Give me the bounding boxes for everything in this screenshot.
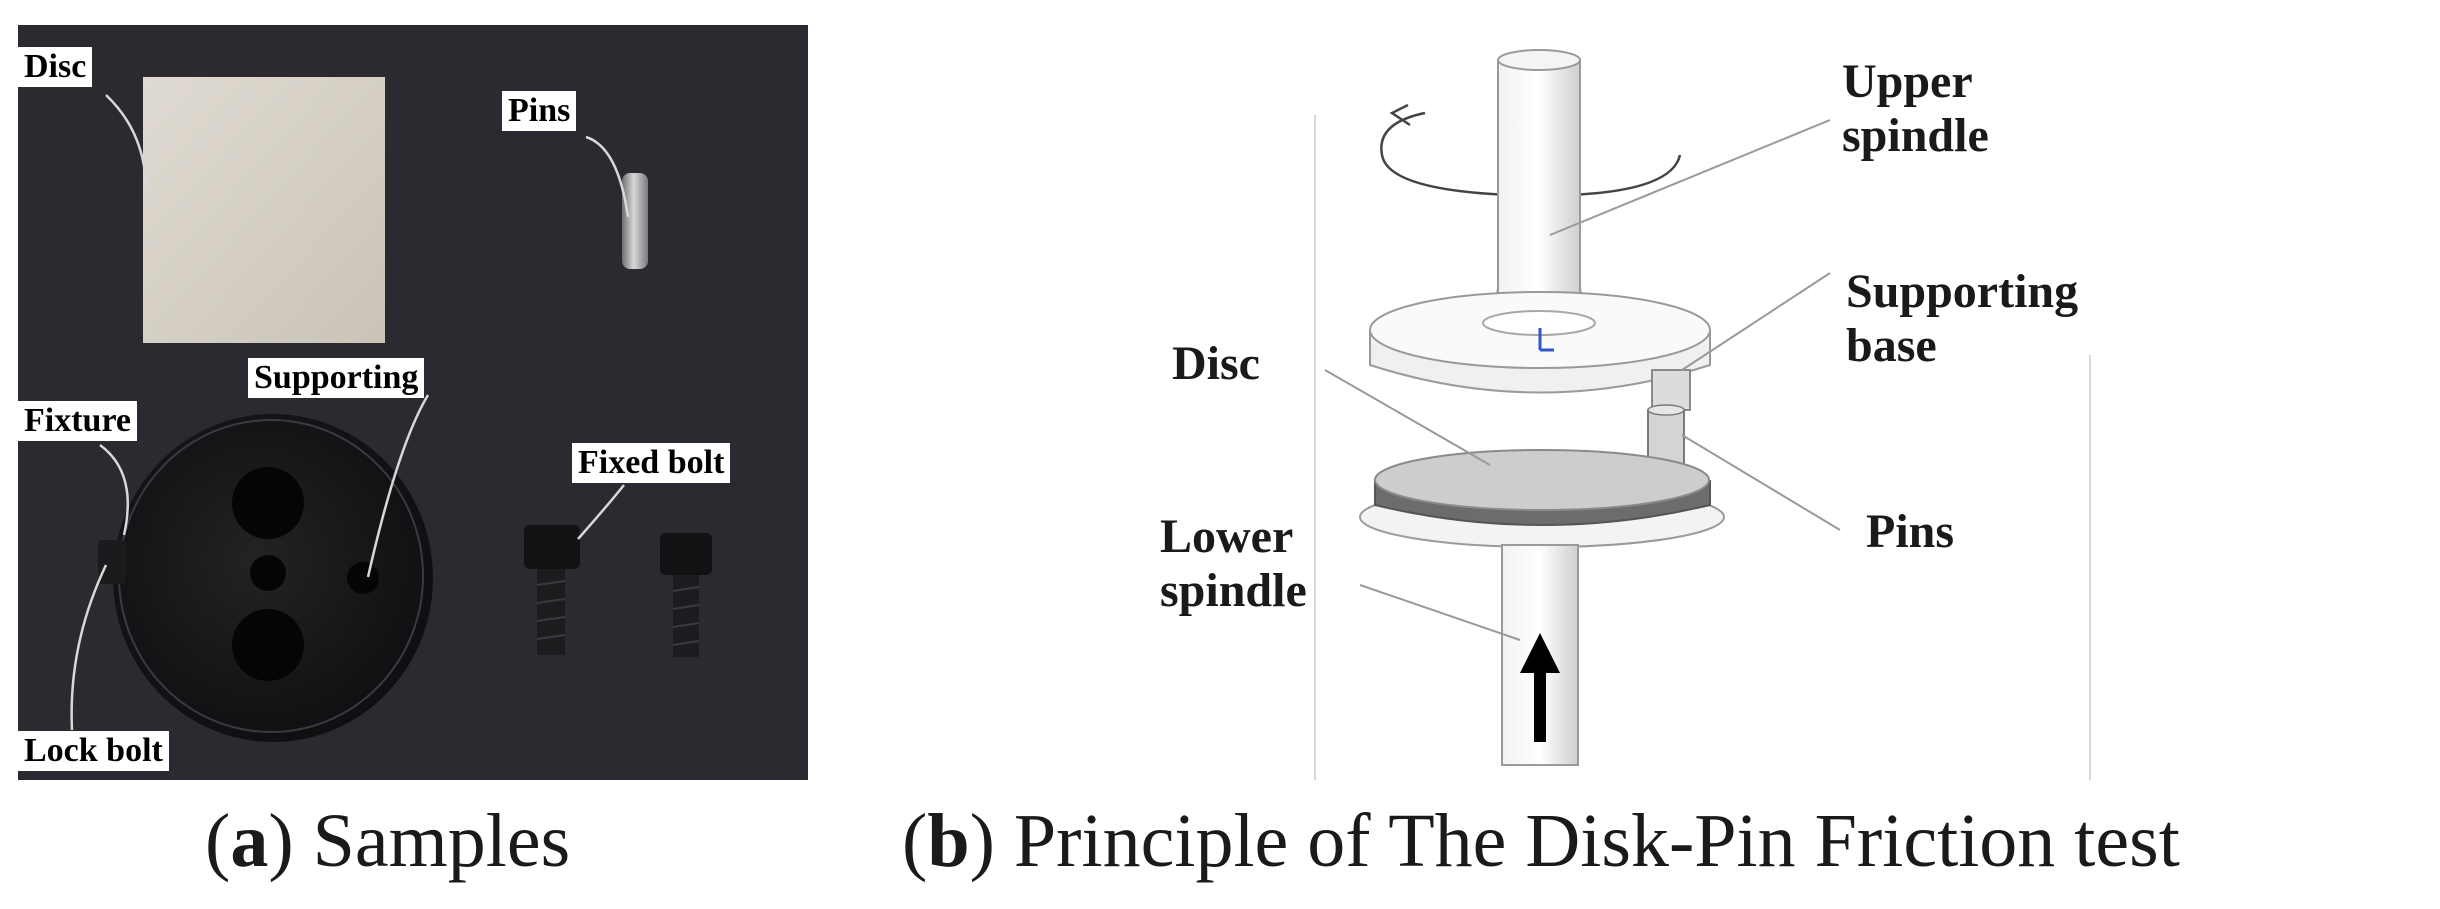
label-supporting: Supporting <box>248 358 425 398</box>
label-supporting-base-line1: Supporting <box>1846 265 2079 318</box>
diagram-leader-lines <box>1324 119 1841 641</box>
fixed-bolt-2 <box>660 533 712 657</box>
label-lock-bolt: Lock bolt <box>18 731 169 771</box>
lower-spindle-drawing <box>1501 544 1579 766</box>
label-pins-diagram: Pins <box>1866 505 1955 558</box>
caption-b-text: Principle of The Disk-Pin Friction test <box>1013 799 2180 883</box>
label-disc-diagram: Disc <box>1172 337 1260 390</box>
samples-photo: Disc Pins Supporting Fixture Fixed bolt … <box>18 25 808 780</box>
label-lower-spindle-line1: Lower <box>1160 510 1294 563</box>
pin-sample <box>622 173 648 269</box>
principle-diagram-drawing <box>1314 49 2091 780</box>
caption-b-letter: b <box>927 799 970 883</box>
label-upper-spindle-line2: spindle <box>1842 108 1989 162</box>
disc-drawing <box>1359 449 1725 548</box>
caption-a: (a) Samples <box>205 799 571 883</box>
caption-a-text: Samples <box>312 799 571 883</box>
label-fixed-bolt: Fixed bolt <box>572 443 731 483</box>
caption-b: (b) Principle of The Disk-Pin Friction t… <box>902 799 2180 883</box>
photo-leader-lines <box>70 94 630 731</box>
label-fixture: Fixture <box>18 401 138 441</box>
label-upper-spindle-line1: Upper <box>1842 55 1973 108</box>
rotation-arrow <box>1380 111 1682 197</box>
fixture-sample <box>98 414 433 742</box>
caption-a-letter: a <box>230 799 269 883</box>
label-supporting-base-line2: base <box>1846 318 1937 372</box>
principle-diagram: Upper spindle Supporting base Disc Pins … <box>1070 25 2180 785</box>
upper-spindle <box>1459 49 1619 321</box>
disc-sample <box>143 77 385 343</box>
label-disc: Disc <box>18 47 93 87</box>
label-pins: Pins <box>502 91 577 131</box>
label-supporting-base: Supporting base <box>1846 265 2078 373</box>
label-upper-spindle: Upper spindle <box>1842 55 1989 163</box>
samples-photo-drawing <box>70 77 712 742</box>
label-lower-spindle: Lower spindle <box>1160 510 1307 618</box>
label-lower-spindle-line2: spindle <box>1160 563 1307 617</box>
fixed-bolt-1 <box>524 525 580 655</box>
